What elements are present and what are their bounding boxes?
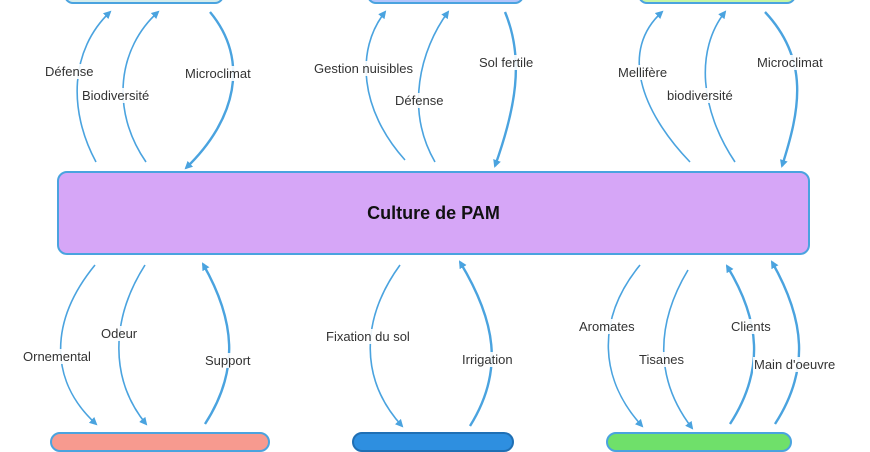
arrow-aromates	[607, 264, 644, 428]
arrow-mellifere	[638, 10, 691, 163]
edge-label-tisanes: Tisanes	[638, 352, 686, 367]
edge-label-main-oeuvre: Main d'oeuvre	[753, 357, 837, 372]
edge-label-biodiversite-tl: Biodiversité	[81, 88, 151, 103]
bottom-node-right[interactable]	[606, 432, 792, 452]
edge-label-irrigation: Irrigation	[461, 352, 514, 367]
arrow-support	[201, 262, 231, 425]
edge-label-clients: Clients	[730, 319, 772, 334]
arrow-irrigation	[458, 260, 493, 427]
top-node-left[interactable]	[64, 0, 224, 4]
arrow-clients	[725, 264, 756, 425]
arrow-tisanes	[662, 269, 694, 430]
arrow-microclimat-tr	[764, 11, 799, 168]
edge-label-biodiversite-tr: biodiversité	[666, 88, 734, 103]
edge-label-ornemental: Ornemental	[22, 349, 92, 364]
edge-label-mellifere: Mellifère	[617, 65, 669, 80]
arrow-fixation-sol	[369, 264, 404, 428]
arrow-biodiversite-tl	[122, 10, 160, 163]
arrow-defense-tc	[417, 10, 450, 163]
bottom-node-left[interactable]	[50, 432, 270, 452]
top-node-right[interactable]	[638, 0, 796, 4]
edge-label-defense-tl: Défense	[44, 64, 95, 79]
edge-label-gestion-nuisibles: Gestion nuisibles	[313, 61, 414, 76]
arrow-biodiversite-tr	[704, 10, 736, 163]
central-node[interactable]: Culture de PAM	[57, 171, 810, 255]
central-node-label: Culture de PAM	[367, 202, 500, 223]
arrows-layer	[59, 10, 801, 430]
arrow-main-oeuvre	[770, 260, 801, 425]
arrow-odeur	[118, 264, 148, 426]
edge-label-microclimat-tl: Microclimat	[184, 66, 252, 81]
arrow-defense-tl	[76, 10, 112, 163]
edge-label-sol-fertile: Sol fertile	[478, 55, 535, 70]
edge-label-fixation-sol: Fixation du sol	[325, 329, 411, 344]
arrow-sol-fertile	[493, 11, 518, 168]
top-node-center[interactable]	[367, 0, 524, 4]
bottom-node-center[interactable]	[352, 432, 514, 452]
arrow-gestion-nuisibles	[365, 10, 406, 161]
edge-label-defense-tc: Défense	[394, 93, 445, 108]
arrow-microclimat-tl	[184, 11, 235, 170]
edge-label-microclimat-tr: Microclimat	[756, 55, 824, 70]
edge-label-aromates: Aromates	[578, 319, 636, 334]
edge-label-support: Support	[204, 353, 252, 368]
edge-label-odeur: Odeur	[100, 326, 139, 341]
arrow-ornemental	[59, 264, 98, 426]
